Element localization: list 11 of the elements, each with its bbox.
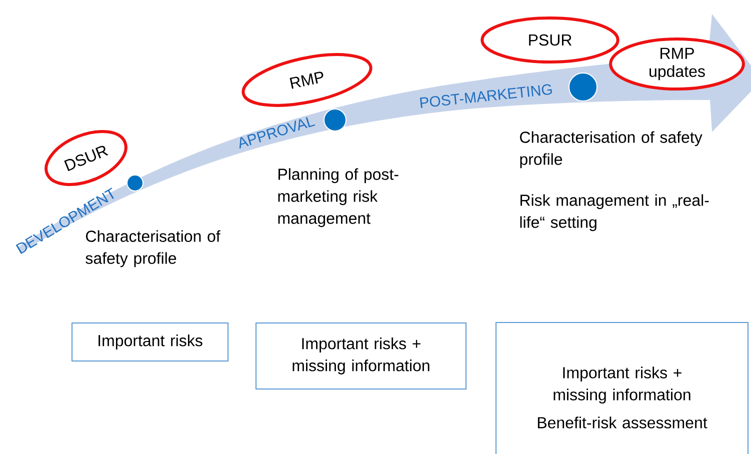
dot: [568, 72, 598, 102]
text-box: Important risks + missing information Benefit-risk assessment: [496, 322, 748, 454]
description-text: Risk management in „real-life“ setting: [520, 194, 709, 232]
dot: [324, 108, 346, 132]
description-text: Planning of post-marketing risk management: [278, 168, 398, 228]
dot: [126, 174, 144, 192]
phase-label: POST-MARKETING: [420, 84, 552, 108]
text-box: Important risks + missing information: [256, 322, 466, 390]
description-text: Characterisation of safety profile: [520, 131, 702, 168]
text-box: Important risks: [72, 322, 228, 362]
node-label: RMP updates: [650, 48, 705, 80]
